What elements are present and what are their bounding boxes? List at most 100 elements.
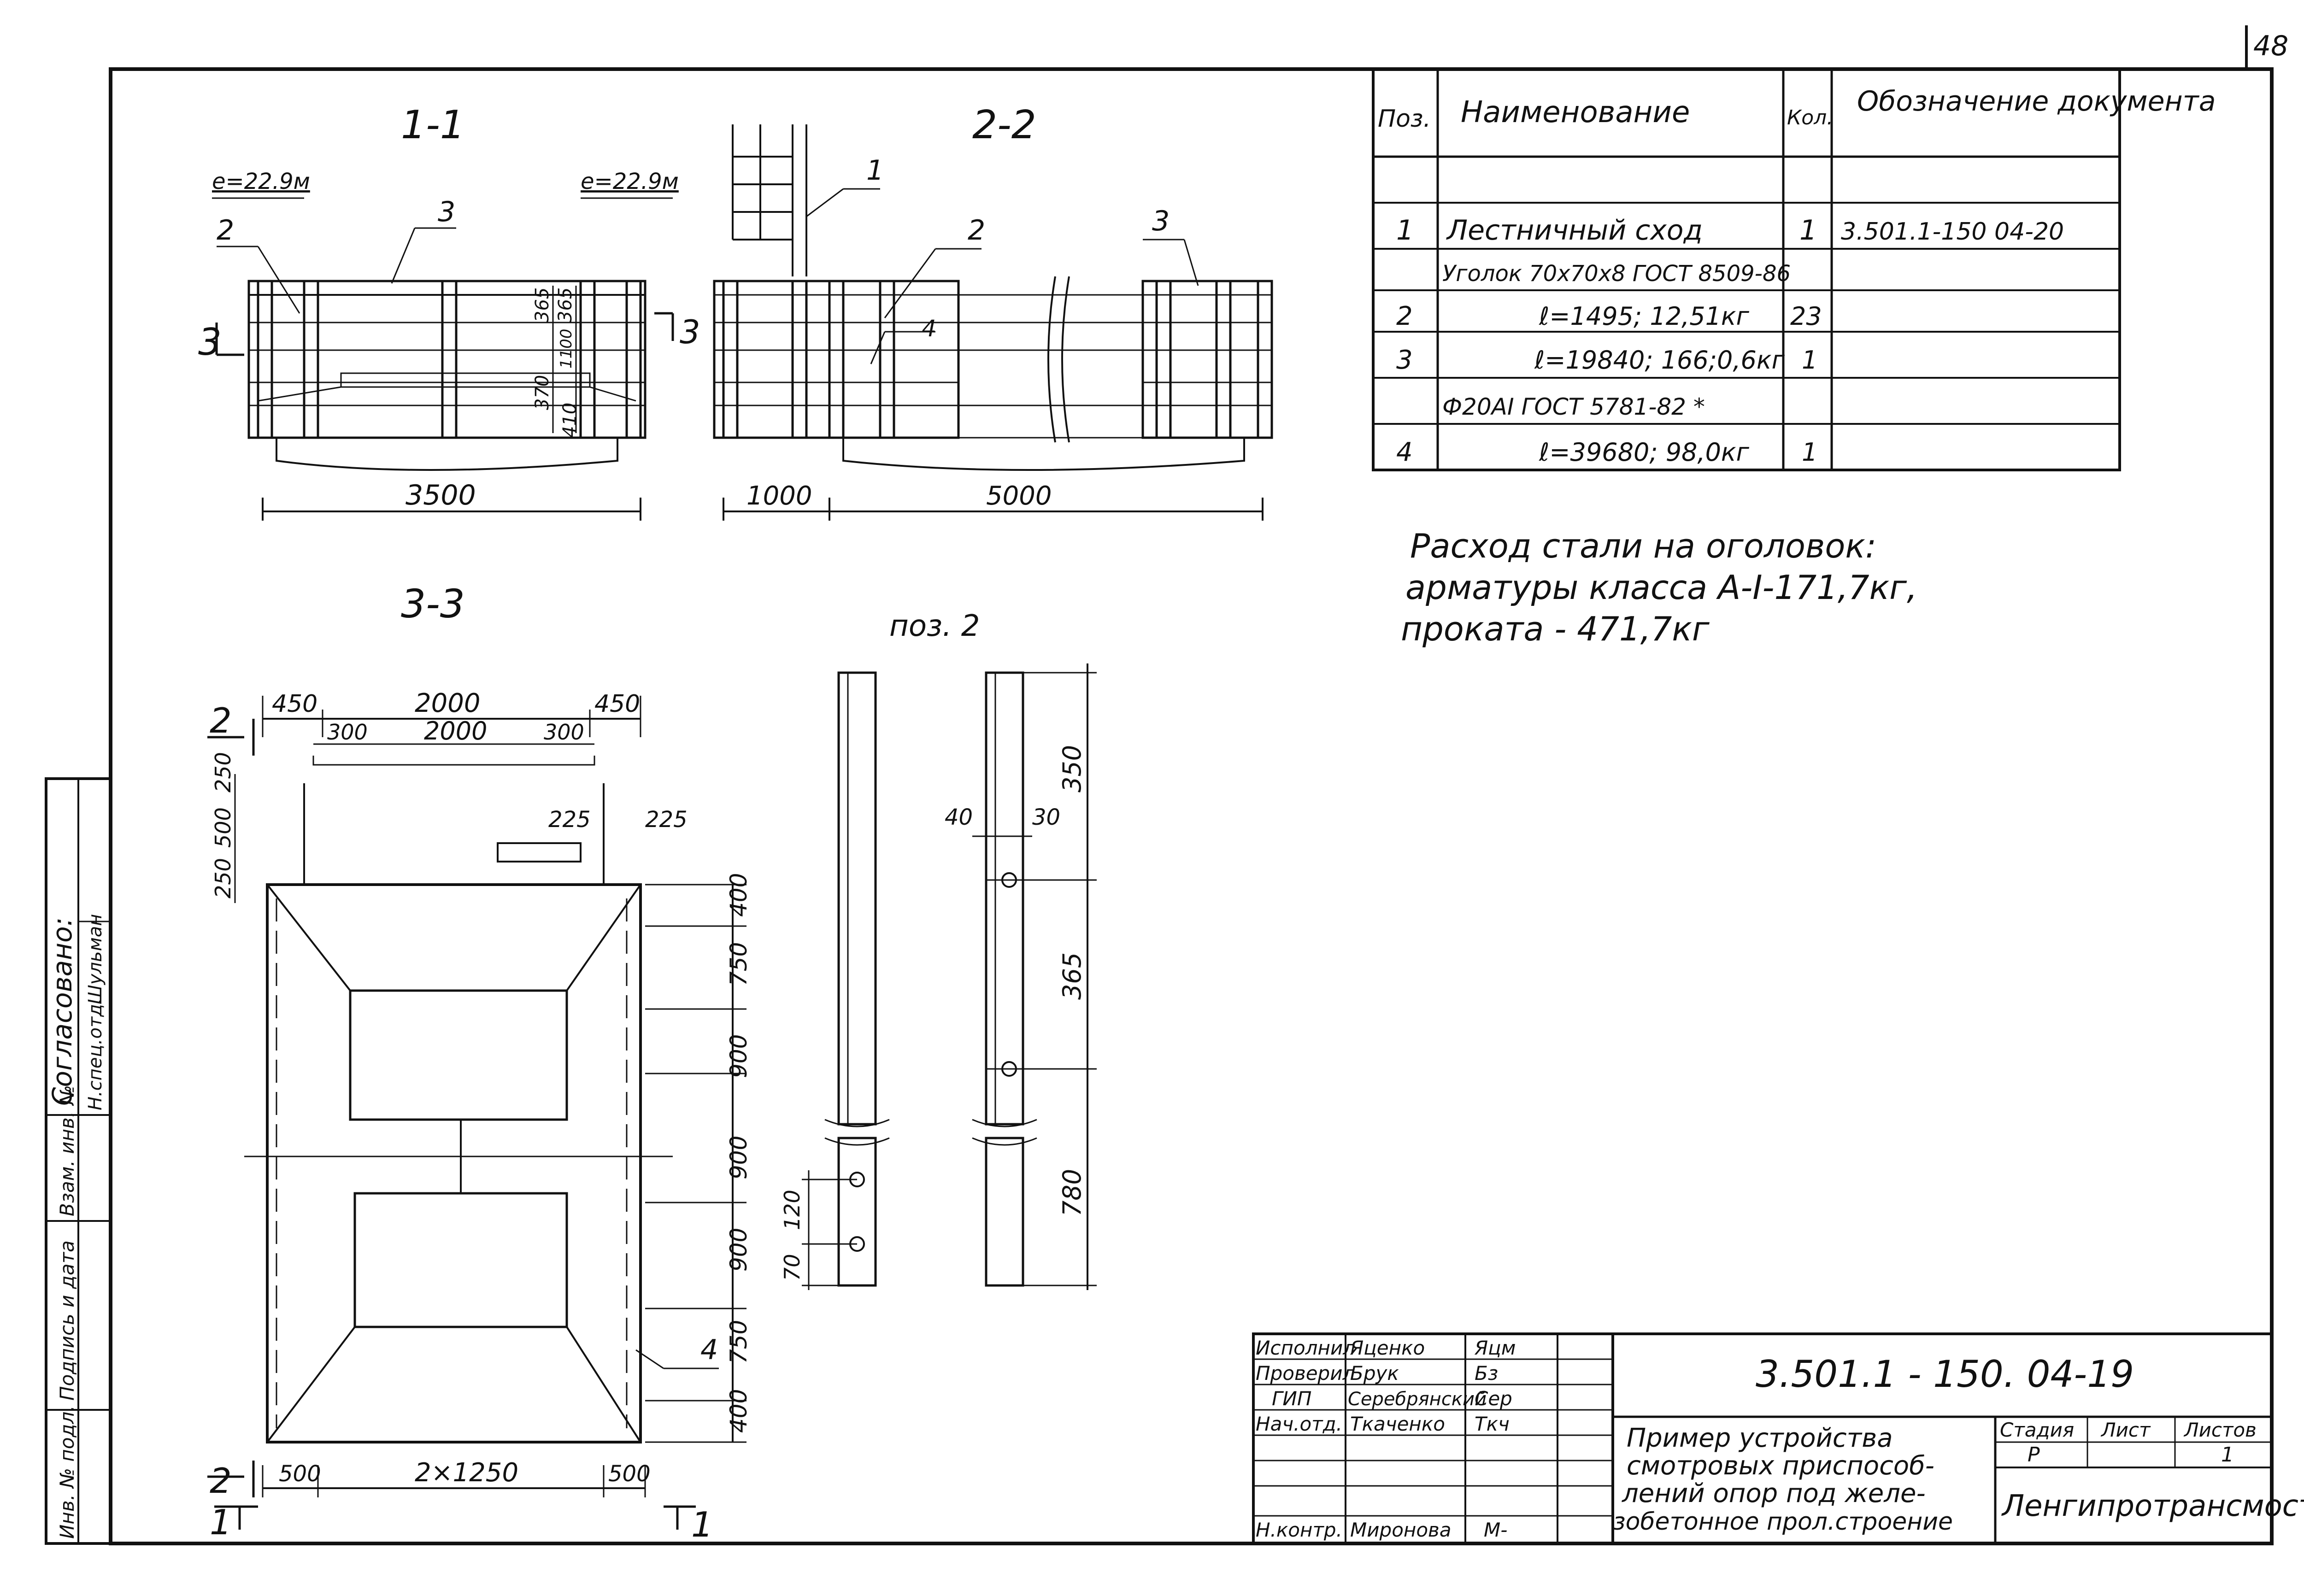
section-3-3: 3-3 450 2000 450 300 2000 300 250 500 25… (207, 581, 752, 1545)
th-doc-text: Обозначение документа (1857, 85, 2216, 117)
ladder (732, 124, 807, 276)
table-row: 3 ℓ=19840; 166;0,6кг 1 (1396, 345, 1817, 375)
side-stamp: Согласовано: Н.спец.отд. Шульман Взам. и… (45, 777, 112, 1545)
s33-right-dim-5: 900 (725, 1228, 752, 1272)
s33-right-dim-4: 900 (725, 1136, 752, 1179)
s33-inner-dim-2: 2000 (424, 716, 487, 745)
pos2-dim-a-1: 120 (780, 1190, 805, 1230)
steel-note: Расход стали на оголовок: арматуры класс… (1401, 527, 1917, 648)
stamp-agreed-role: Н.спец.отд. (85, 998, 106, 1110)
sig-name-3: Ткаченко (1350, 1413, 1445, 1435)
row3-qty: 23 (1790, 302, 1822, 331)
row4-pos: 3 (1396, 345, 1413, 375)
stamp-agreed: Согласовано: (47, 917, 78, 1106)
row1-doc: 3.501.1-150 04-20 (1841, 218, 2064, 246)
pos2-dim-b-4: 365 (1058, 952, 1087, 1000)
s11-dim-v-2: 365 (555, 288, 576, 323)
row1-qty: 1 (1799, 214, 1817, 246)
s11-dim-v-3: 370 (532, 375, 553, 410)
sheet-frame: 48 (109, 25, 2288, 1545)
doc-code: 3.501.1 - 150. 04-19 (1756, 1353, 2134, 1396)
s33-cut-1-left: 1 (210, 1502, 232, 1543)
pos2-dim-b-1: 40 (945, 804, 973, 830)
steel-note-line2: арматуры класса А-I-171,7кг, (1405, 568, 1917, 607)
pos2-dim-b-5: 780 (1058, 1169, 1087, 1216)
table-row: 1 Лестничный сход 1 3.501.1-150 04-20 (1396, 214, 2064, 246)
s33-right-dim-1: 400 (725, 873, 752, 917)
s11-dim-v-4: 410 (559, 403, 581, 438)
pos2-dim-a-2: 70 (780, 1254, 805, 1281)
s33-side-dim-2: 225 (645, 807, 688, 833)
s33-bottom-dim-3: 500 (608, 1461, 651, 1487)
s11-dim-v-5: 1100 (557, 329, 576, 369)
row6-name: ℓ=39680; 98,0кг (1539, 438, 1750, 467)
section-1-1: 1-1 e=22.9м e=22.9м 2 3 3 3 (198, 102, 700, 521)
pos2-title: поз. 2 (889, 609, 980, 643)
stamp-inv-replace: Взам. инв. № (56, 1085, 78, 1216)
s22-dim-left: 1000 (746, 481, 812, 511)
th-pos: Поз. (1378, 105, 1431, 133)
posts-1-1 (257, 281, 642, 438)
s33-left-dim-2: 500 (211, 807, 235, 848)
stamp-agreed-person: Шульман (85, 914, 106, 1004)
s33-right-dim-6: 750 (725, 1320, 752, 1364)
title-line-4: зобетонное прол.строение (1613, 1508, 1953, 1536)
title-line-3: лений опор под желе- (1622, 1479, 1926, 1508)
s33-cut-2-bottom: 2 (210, 1461, 232, 1501)
section-3-3-title: 3-3 (401, 581, 465, 627)
row6-pos: 4 (1396, 437, 1413, 467)
spec-table: Поз. Наименование Кол. Обозначение докум… (1372, 68, 2216, 471)
sig-name-2: Серебрянский (1348, 1389, 1487, 1410)
row4-qty: 1 (1802, 346, 1817, 375)
s33-side-dim-1: 225 (548, 807, 591, 833)
sig-sign-1: Бз (1475, 1362, 1498, 1385)
row1-name: Лестничный сход (1446, 214, 1703, 246)
s11-cut-left: 3 (198, 321, 222, 364)
th-doc: Обозначение документа (1857, 85, 2216, 117)
sig-sign-2: Сер (1475, 1387, 1512, 1410)
s33-cut-2-top: 2 (210, 700, 232, 741)
s33-left-dim-1: 250 (211, 752, 235, 792)
section-2-2: 2-2 1 (713, 102, 1273, 521)
s11-cut-right: 3 (680, 313, 700, 351)
stage-label: Стадия (2000, 1419, 2074, 1441)
s11-dims-v: 365 365 370 410 1100 (532, 286, 581, 438)
row2-name: Уголок 70х70х8 ГОСТ 8509-86 (1442, 261, 1791, 287)
row1-pos: 1 (1396, 214, 1414, 246)
pos2-dim-b-2: 30 (1032, 804, 1060, 830)
s33-right-dim-2: 750 (725, 942, 752, 986)
s33-right-dim-7: 400 (725, 1389, 752, 1433)
title-block: Исполнил Яценко Яцм Проверил Брук Бз ГИП… (1252, 1332, 2304, 1545)
sig-sign-0: Яцм (1474, 1337, 1516, 1359)
s33-bottom-dim-1: 500 (279, 1461, 321, 1487)
elev-left: e=22.9м (212, 169, 310, 194)
s33-inner-dim-3: 300 (544, 720, 584, 745)
elev-right: e=22.9м (581, 169, 679, 194)
s11-pos-2: 2 (217, 214, 234, 246)
s33-top-dim-1: 450 (272, 690, 317, 718)
s22-pos-3: 3 (1152, 205, 1170, 237)
steel-note-line3: проката - 471,7кг (1401, 610, 1710, 648)
page-number: 48 (2253, 30, 2288, 62)
th-name: Наименование (1461, 95, 1690, 129)
stamp-inv-orig: Инв. № подл. (56, 1405, 78, 1539)
sig-name-1: Брук (1350, 1362, 1399, 1385)
row3-pos: 2 (1396, 301, 1413, 331)
sig-sign-3: Ткч (1475, 1413, 1510, 1435)
section-2-2-title: 2-2 (972, 102, 1036, 148)
row3-name: ℓ=1495; 12,51кг (1539, 302, 1750, 331)
sheets-value: 1 (2221, 1443, 2234, 1467)
s33-cut-1-right: 1 (691, 1504, 713, 1545)
sheets-label: Листов (2183, 1419, 2257, 1441)
sig-name-0: Яценко (1350, 1337, 1425, 1359)
stage-value: Р (2028, 1443, 2040, 1467)
stamp-sign-date: Подпись и дата (56, 1240, 78, 1401)
s33-right-dim-3: 900 (725, 1034, 752, 1078)
steel-note-line1: Расход стали на оголовок: (1410, 527, 1876, 565)
s22-pos-1: 1 (866, 154, 884, 187)
s33-inner-dim-1: 300 (327, 720, 368, 745)
table-row: 4 ℓ=39680; 98,0кг 1 (1396, 437, 1817, 467)
sheet-label: Лист (2100, 1419, 2151, 1441)
sig-role-1: Проверил (1256, 1362, 1355, 1385)
